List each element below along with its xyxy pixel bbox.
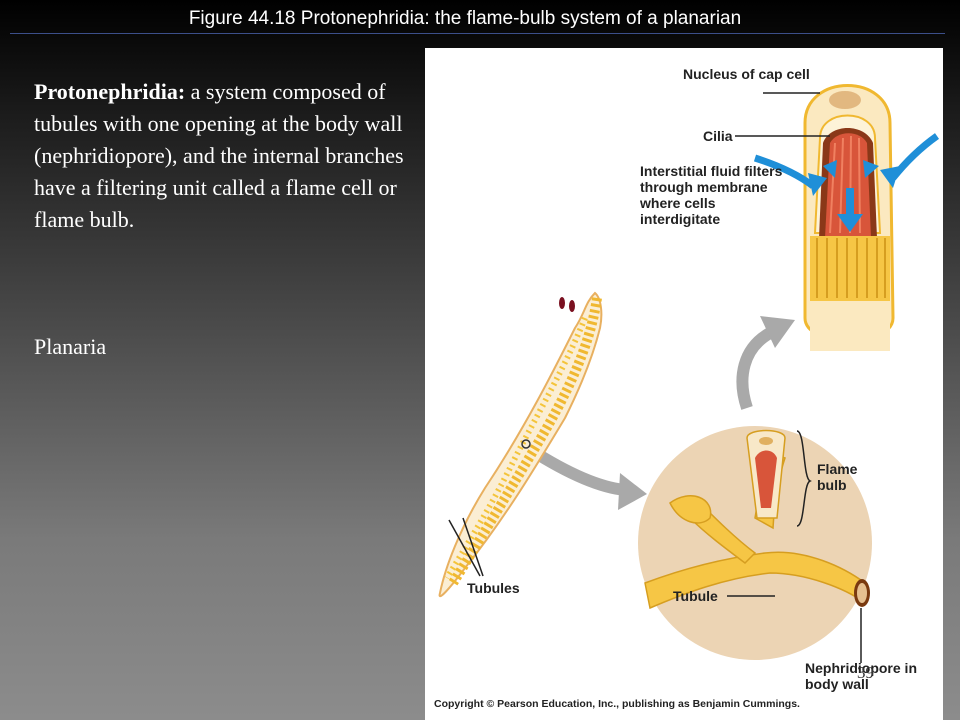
blue-arrow-right — [890, 133, 940, 181]
gray-arrow-2 — [736, 327, 774, 410]
label-nephridiopore: Nephridiopore in body wall — [805, 660, 917, 692]
label-cilia: Cilia — [703, 128, 733, 144]
definition-paragraph: Protonephridia: a system composed of tub… — [34, 76, 414, 236]
gray-arrow-1-head — [618, 473, 647, 510]
copyright-notice: Copyright © Pearson Education, Inc., pub… — [434, 698, 800, 710]
slide-number: 39 — [857, 663, 874, 682]
slide-title: Figure 44.18 Protonephridia: the flame-b… — [188, 8, 742, 29]
label-tubule: Tubule — [673, 588, 718, 604]
planarian-body — [438, 291, 603, 598]
label-tubules: Tubules — [467, 580, 520, 596]
definition-text: a system composed of tubules with one op… — [34, 79, 404, 232]
gray-arrow-1 — [527, 444, 626, 496]
label-flame-bulb: Flame bulb — [817, 461, 858, 493]
label-interstitial-fluid: Interstitial fluid filters through membr… — [640, 163, 783, 227]
title-divider — [10, 33, 945, 34]
gray-arrow-2-head — [760, 316, 795, 348]
tubule-system — [644, 429, 870, 610]
caption-planaria: Planaria — [34, 334, 107, 359]
figure-panel: Nucleus of cap cell Cilia Interstitial f… — [425, 48, 943, 720]
term-label: Protonephridia: — [34, 79, 186, 104]
magnified-circle — [638, 426, 872, 660]
label-nucleus-cap-cell: Nucleus of cap cell — [683, 66, 810, 82]
blue-arrow-left — [753, 154, 816, 189]
flame-bulb-illustration — [438, 84, 940, 663]
